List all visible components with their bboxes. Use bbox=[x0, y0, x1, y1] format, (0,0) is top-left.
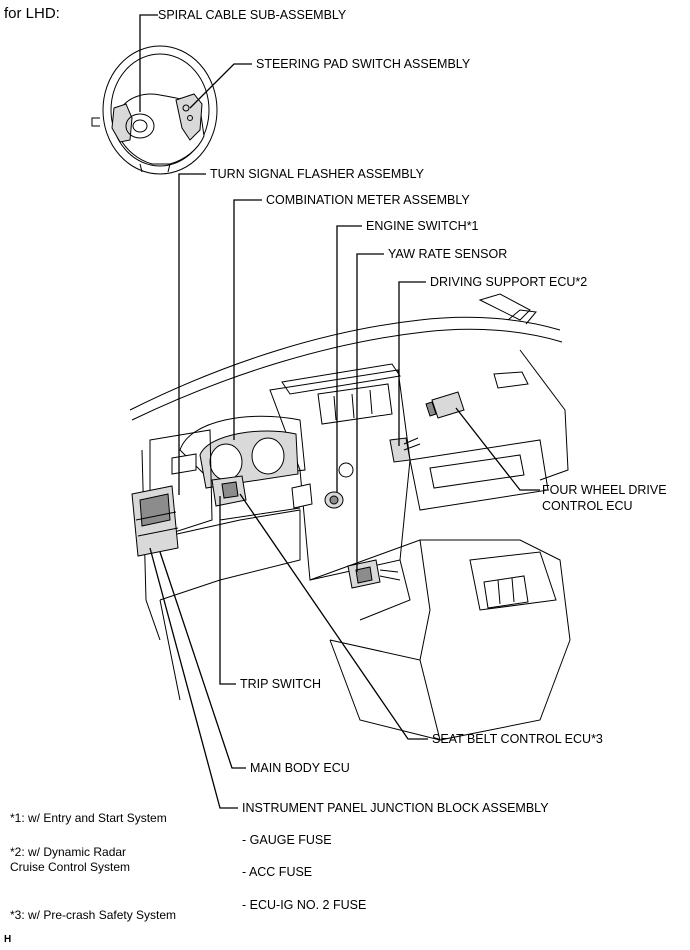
label-turn-signal-flasher: TURN SIGNAL FLASHER ASSEMBLY bbox=[210, 167, 424, 181]
label-four-wheel-drive-line1: FOUR WHEEL DRIVE bbox=[542, 483, 667, 497]
steering-wheel-illustration bbox=[91, 45, 218, 175]
note-2-line1: *2: w/ Dynamic Radar bbox=[10, 845, 127, 859]
label-driving-support-ecu: DRIVING SUPPORT ECU*2 bbox=[430, 275, 588, 289]
label-instrument-panel-jb: INSTRUMENT PANEL JUNCTION BLOCK ASSEMBLY bbox=[242, 801, 549, 815]
footer-code: H bbox=[4, 934, 12, 945]
label-main-body-ecu: MAIN BODY ECU bbox=[250, 761, 350, 775]
label-four-wheel-drive-line2: CONTROL ECU bbox=[542, 499, 633, 513]
label-yaw-rate-sensor: YAW RATE SENSOR bbox=[388, 247, 508, 261]
fuse-item: - ECU-IG NO. 2 FUSE bbox=[242, 898, 367, 912]
dashboard-illustration bbox=[129, 293, 571, 741]
label-combination-meter: COMBINATION METER ASSEMBLY bbox=[266, 193, 470, 207]
label-spiral-cable: SPIRAL CABLE SUB-ASSEMBLY bbox=[158, 8, 347, 22]
note-3: *3: w/ Pre-crash Safety System bbox=[10, 908, 177, 922]
label-seat-belt-control-ecu: SEAT BELT CONTROL ECU*3 bbox=[432, 732, 603, 746]
fuse-item: - ACC FUSE bbox=[242, 865, 313, 879]
label-trip-switch: TRIP SWITCH bbox=[240, 677, 322, 691]
label-steering-pad-switch: STEERING PAD SWITCH ASSEMBLY bbox=[256, 57, 471, 71]
note-1: *1: w/ Entry and Start System bbox=[10, 811, 167, 825]
label-engine-switch: ENGINE SWITCH*1 bbox=[366, 219, 479, 233]
leader-lines bbox=[139, 14, 540, 809]
header-lhd: for LHD: bbox=[4, 5, 60, 22]
note-2-line2: Cruise Control System bbox=[10, 860, 131, 874]
fuse-item: - GAUGE FUSE bbox=[242, 833, 332, 847]
